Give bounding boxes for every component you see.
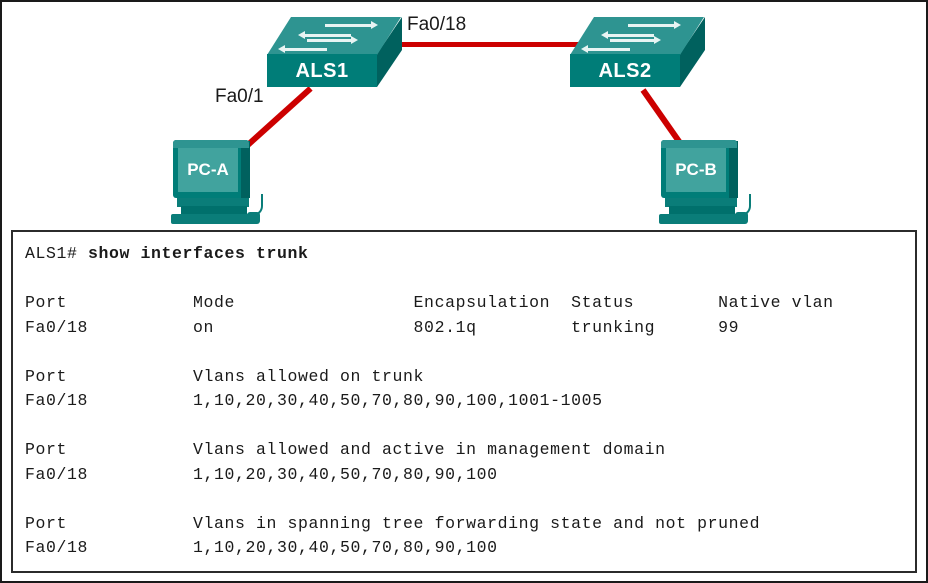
cli-block-1-row: Fa0/18 1,10,20,30,40,50,70,80,90,100,100… bbox=[25, 391, 603, 410]
mouse-icon bbox=[735, 212, 748, 224]
port-label-fa0-18: Fa0/18 bbox=[407, 14, 467, 35]
device-pc-a[interactable]: PC-A bbox=[165, 138, 263, 230]
cli-command: show interfaces trunk bbox=[88, 244, 309, 263]
switch-top-face bbox=[570, 17, 704, 55]
switch-front-face bbox=[570, 54, 680, 87]
pc-keyboard-base bbox=[659, 214, 739, 224]
monitor-top bbox=[661, 140, 737, 148]
switch-arrow-left-1 bbox=[601, 31, 654, 39]
switch-arrow-left-1 bbox=[298, 31, 351, 39]
switch-arrow-right-2 bbox=[307, 36, 358, 44]
pc-stand-upper bbox=[177, 198, 249, 207]
device-label-pc-a: PC-A bbox=[187, 160, 229, 179]
monitor-screen: PC-A bbox=[178, 148, 238, 192]
port-label-fa0-1: Fa0/1 bbox=[215, 86, 264, 107]
switch-arrow-right-2 bbox=[610, 36, 661, 44]
switch-arrow-right-1 bbox=[325, 21, 378, 29]
mouse-icon bbox=[247, 212, 260, 224]
cli-prompt: ALS1# bbox=[25, 244, 89, 263]
switch-top-face bbox=[267, 17, 401, 55]
monitor-side bbox=[241, 141, 250, 198]
pc-stand-lower bbox=[181, 206, 247, 214]
cli-spacer bbox=[25, 340, 915, 365]
device-switch-als2[interactable]: ALS2 bbox=[570, 17, 705, 87]
monitor-screen: PC-B bbox=[666, 148, 726, 192]
switch-front-face bbox=[267, 54, 377, 87]
device-label-als1: ALS1 bbox=[295, 59, 349, 82]
cli-output-panel: ALS1# show interfaces trunk Port Mode En… bbox=[11, 230, 917, 573]
switch-arrow-right-1 bbox=[628, 21, 681, 29]
pc-stand-lower bbox=[669, 206, 735, 214]
device-switch-als1[interactable]: ALS1 bbox=[267, 17, 402, 87]
cli-command-line: ALS1# show interfaces trunk bbox=[25, 242, 915, 267]
switch-arrow-left-2 bbox=[278, 45, 327, 53]
cli-block-3-header: Port Vlans in spanning tree forwarding s… bbox=[25, 513, 761, 533]
cli-block-0-header: Port Mode Encapsulation Status Native vl… bbox=[25, 293, 834, 312]
pc-stand-upper bbox=[665, 198, 737, 207]
cli-block-2-header: Port Vlans allowed and active in managem… bbox=[25, 440, 666, 459]
device-label-als2: ALS2 bbox=[598, 59, 652, 82]
cli-spacer bbox=[25, 267, 915, 292]
device-pc-b[interactable]: PC-B bbox=[653, 138, 751, 230]
pc-keyboard-base bbox=[171, 214, 251, 224]
cli-block-2-row: Fa0/18 1,10,20,30,40,50,70,80,90,100 bbox=[25, 464, 498, 484]
cli-spacer bbox=[25, 414, 915, 439]
monitor-top bbox=[173, 140, 249, 148]
link-als1-als2 bbox=[396, 42, 600, 47]
monitor-side bbox=[729, 141, 738, 198]
device-label-pc-b: PC-B bbox=[675, 160, 717, 179]
switch-arrow-left-2 bbox=[581, 45, 630, 53]
cli-block-0-row: Fa0/18 on 802.1q trunking 99 bbox=[25, 317, 740, 337]
cli-spacer bbox=[25, 487, 915, 512]
cli-block-3-row: Fa0/18 1,10,20,30,40,50,70,80,90,100 bbox=[25, 538, 498, 557]
cli-block-1-header: Port Vlans allowed on trunk bbox=[25, 366, 425, 386]
network-topology-diagram: ALS1 ALS2 PC-A bbox=[2, 2, 926, 230]
